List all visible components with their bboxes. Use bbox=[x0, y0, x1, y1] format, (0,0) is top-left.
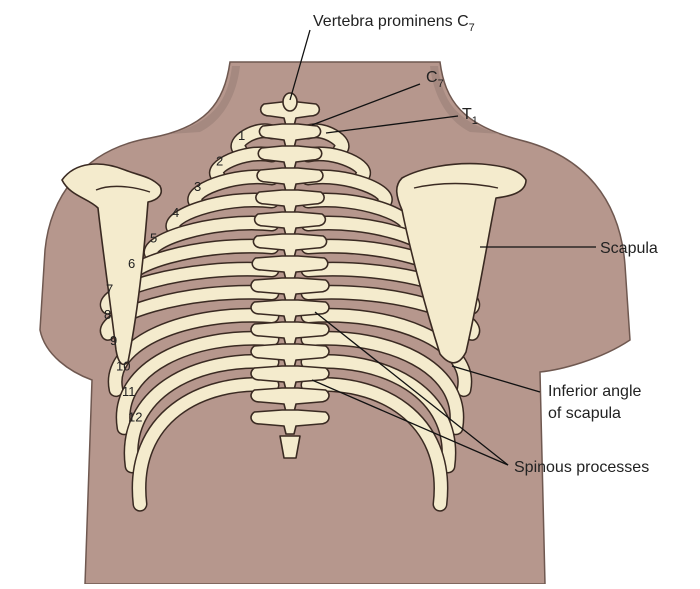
rib-number-4: 4 bbox=[172, 205, 179, 220]
label-spinous-processes: Spinous processes bbox=[514, 459, 649, 476]
rib-number-12: 12 bbox=[128, 410, 142, 425]
label-inferior-angle-line2: of scapula bbox=[548, 405, 621, 422]
rib-number-2: 2 bbox=[216, 154, 223, 169]
rib-number-11: 11 bbox=[122, 384, 136, 399]
rib-number-5: 5 bbox=[150, 230, 157, 245]
rib-number-6: 6 bbox=[128, 256, 135, 271]
rib-number-1: 1 bbox=[238, 128, 245, 143]
label-inferior-angle-line1: Inferior angle bbox=[548, 383, 641, 400]
rib-number-3: 3 bbox=[194, 179, 201, 194]
label-vertebra-prominens: Vertebra prominens C7 bbox=[313, 13, 475, 34]
rib-number-10: 10 bbox=[116, 358, 130, 373]
label-scapula: Scapula bbox=[600, 240, 658, 257]
vertebra-prominens-process bbox=[283, 93, 297, 111]
lower-vertebra-tail bbox=[280, 436, 300, 458]
rib-number-9: 9 bbox=[110, 333, 117, 348]
rib-number-8: 8 bbox=[104, 307, 111, 322]
rib-number-7: 7 bbox=[106, 282, 113, 297]
